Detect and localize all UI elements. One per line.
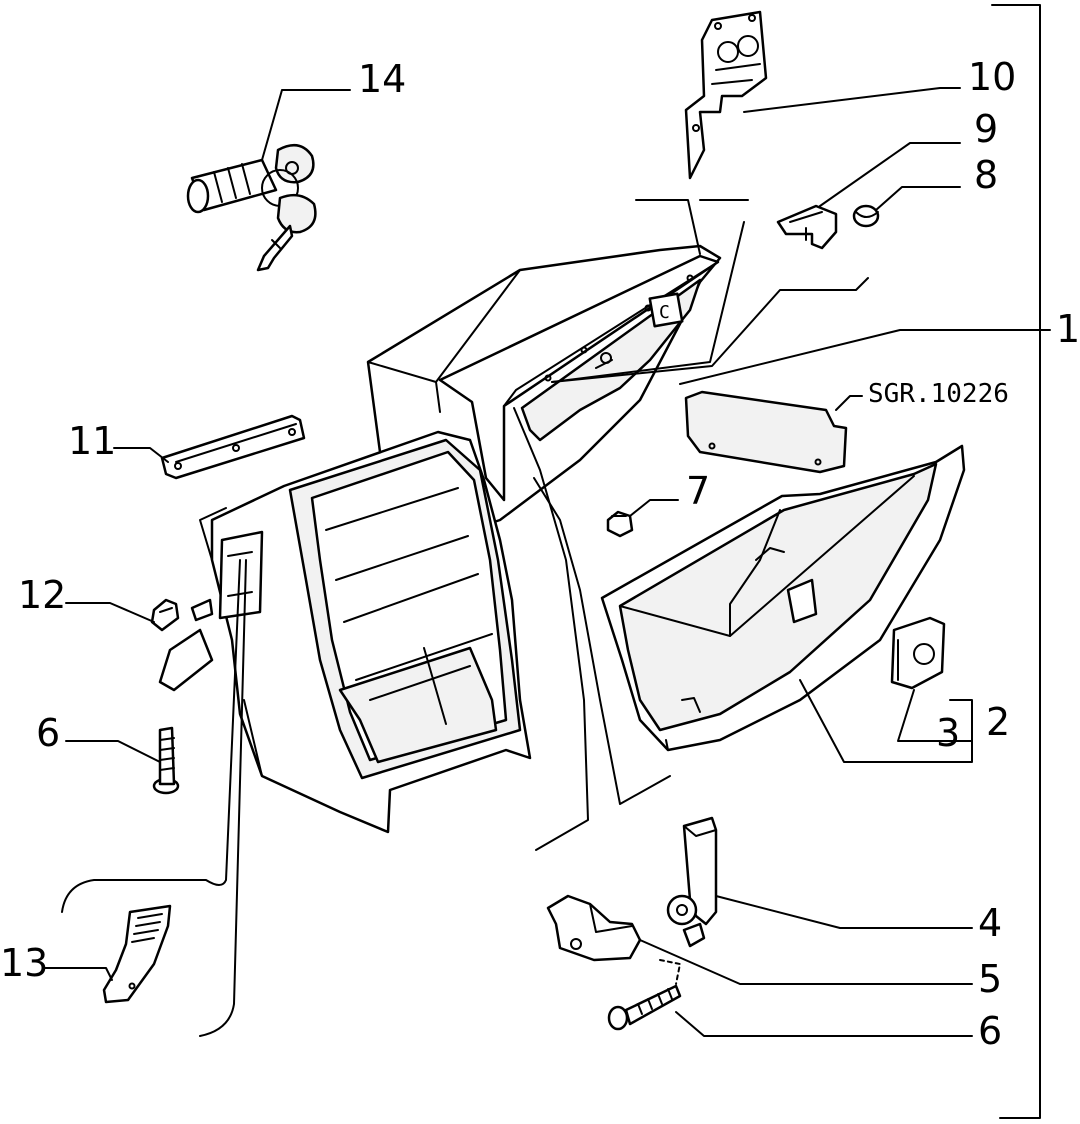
part-9-small-bracket [776,204,838,250]
glovebox-door [600,444,966,752]
part-4-stay-arm [666,816,718,948]
panel-sgr [684,390,848,474]
assembly-bracket [991,4,1041,1119]
part-8-clip-cap [852,204,880,228]
callout-4: 4 [978,901,1002,945]
callout-3: 3 [936,711,960,755]
part-13-grille-cover [102,904,172,1004]
reference-leader-lines [551,199,869,383]
callout-5: 5 [978,957,1002,1001]
svg-text:C: C [659,302,670,323]
leader-lines [44,87,1051,1037]
callout-8: 8 [974,153,998,197]
callouts: 14 10 9 8 1 SGR.10226 11 7 12 3 2 6 4 13… [0,55,1080,1053]
callout-9: 9 [974,107,998,151]
part-7-nut [606,510,634,538]
reference-code: SGR.10226 [868,379,1009,409]
part-14-lock-cylinder-with-keys [186,143,317,272]
callout-2: 2 [986,700,1010,744]
part-6-bolt-left [152,726,180,795]
lower-console-body [61,430,532,1037]
callout-13: 13 [0,941,48,985]
callout-11: 11 [68,419,116,463]
part-3-latch-insert [890,616,946,690]
part-11-trim-strip [160,414,306,480]
part-6-screw-right [607,984,682,1031]
guide-lines [513,407,681,985]
part-10-hinge-plate [684,10,768,180]
callout-10: 10 [968,55,1016,99]
callout-1: 1 [1056,307,1080,351]
part-5-pivot-bracket [546,894,642,962]
callout-6-left: 6 [36,711,60,755]
callout-6-right: 6 [978,1009,1002,1053]
part-12-push-clip [150,598,180,632]
callout-7: 7 [686,469,710,513]
callout-14: 14 [358,57,406,101]
callout-12: 12 [18,573,66,617]
